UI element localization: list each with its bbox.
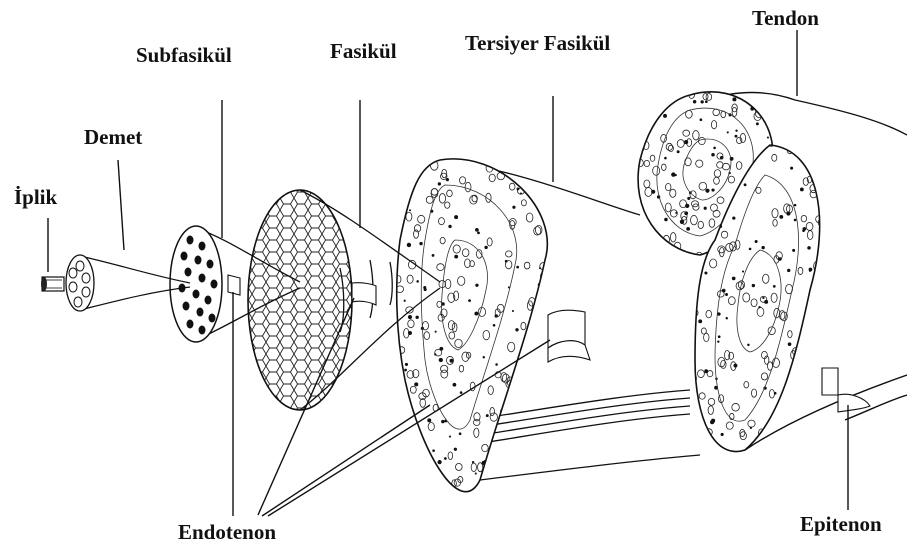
endotenon-flap-small bbox=[228, 275, 240, 295]
bundle-face bbox=[66, 255, 94, 311]
fibril-strand bbox=[41, 277, 64, 291]
label-fasikul: Fasikül bbox=[330, 41, 397, 62]
label-demet: Demet bbox=[84, 127, 142, 148]
label-epitenon: Epitenon bbox=[800, 514, 882, 535]
tertiary-fascicle-face bbox=[392, 148, 553, 521]
fascicle-face bbox=[248, 190, 352, 410]
subfascicle-face bbox=[170, 226, 222, 342]
label-subfasikul: Subfasikül bbox=[136, 45, 232, 66]
label-endotenon: Endotenon bbox=[178, 522, 276, 543]
endotenon-flap-tertiary bbox=[548, 310, 590, 362]
label-iplik: İplik bbox=[14, 187, 57, 208]
endotenon-flap-fascicle bbox=[352, 283, 376, 305]
label-tersiyer-fasikul: Tersiyer Fasikül bbox=[465, 33, 610, 54]
label-tendon: Tendon bbox=[752, 8, 819, 29]
